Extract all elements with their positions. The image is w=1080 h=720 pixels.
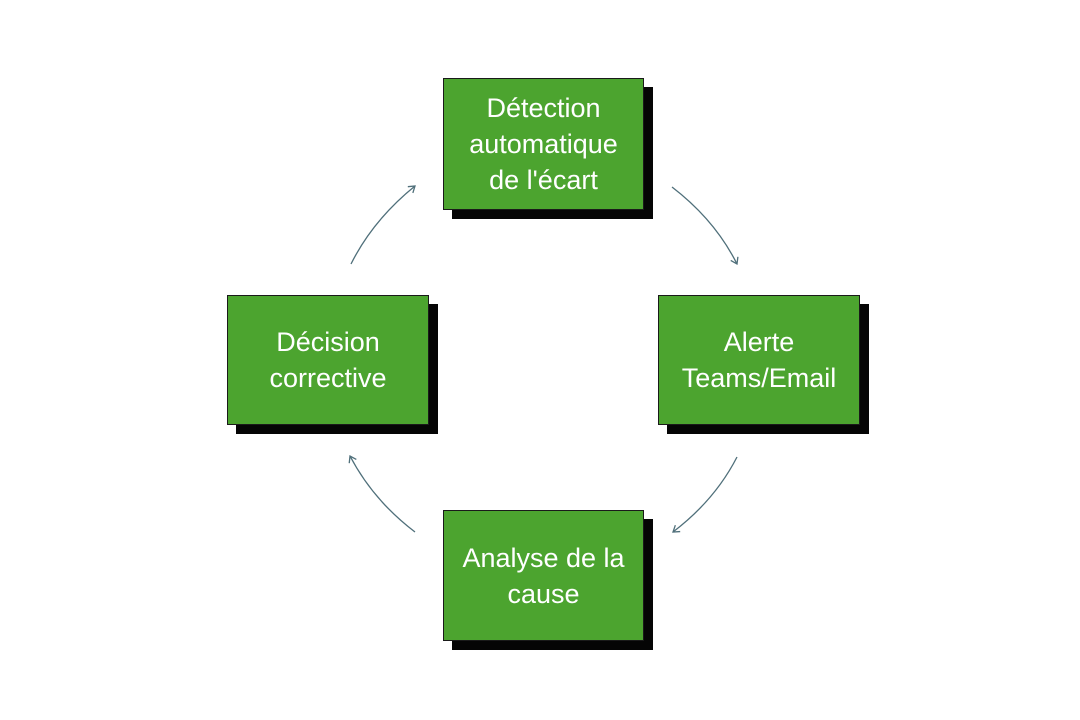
step-analyse-label: Analyse de la cause <box>462 542 625 609</box>
arrow-decision-to-detection <box>350 185 416 265</box>
arrow-alerte-to-analyse <box>672 456 738 533</box>
arrow-analyse-to-decision <box>348 454 416 533</box>
step-decision-label: Décision corrective <box>269 327 387 393</box>
step-decision-box: Décision corrective <box>227 295 429 425</box>
step-alerte-box: Alerte Teams/Email <box>658 295 860 425</box>
step-analyse-box: Analyse de la cause <box>443 510 644 641</box>
step-alerte-label: Alerte Teams/Email <box>681 327 837 393</box>
arrow-detection-to-alerte <box>671 186 739 266</box>
step-detection-box: Détection automatique de l'écart <box>443 78 644 210</box>
step-detection-label: Détection automatique de l'écart <box>469 93 618 195</box>
